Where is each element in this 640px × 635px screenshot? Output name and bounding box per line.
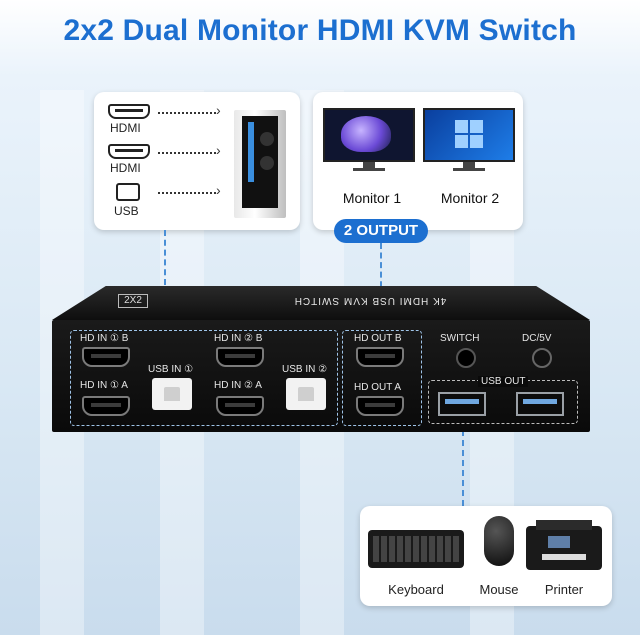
port-label: HDMI — [110, 121, 141, 135]
hd-in-2-a-label: HD IN ② A — [214, 380, 262, 391]
page-title: 2x2 Dual Monitor HDMI KVM Switch — [63, 14, 577, 47]
device-top-label: 4K HDMI USB KVM SWITCH — [293, 295, 447, 306]
usb-out-port-2 — [516, 392, 564, 416]
dotted-connector — [158, 112, 216, 114]
printer-icon — [526, 520, 602, 570]
usb-in-1-label: USB IN ① — [148, 364, 194, 375]
hdmi-icon — [108, 104, 150, 119]
connection-line — [164, 230, 166, 334]
hdmi-in-2-a-port — [216, 396, 264, 416]
arrow-icon: › — [216, 182, 221, 198]
hd-out-a-label: HD OUT A — [354, 382, 402, 393]
port-label: HDMI — [110, 161, 141, 175]
dotted-connector — [158, 152, 216, 154]
monitor-1-icon — [323, 108, 415, 171]
switch-label: SWITCH — [440, 333, 480, 344]
pc-tower-icon — [234, 110, 286, 218]
hdmi-in-1-a-port — [82, 396, 130, 416]
hdmi-in-2-b-port — [216, 347, 264, 367]
dc-label: DC/5V — [522, 333, 552, 344]
port-label: USB — [114, 204, 139, 218]
hdmi-in-1-b-port — [82, 347, 130, 367]
arrow-icon: › — [216, 102, 221, 118]
monitor-2-label: Monitor 2 — [440, 190, 500, 206]
peripherals-card: Keyboard Mouse Printer — [360, 506, 612, 606]
usb-icon — [116, 183, 140, 201]
keyboard-label: Keyboard — [388, 582, 444, 597]
usb-in-2-port — [286, 378, 326, 410]
usb-out-label: USB OUT — [478, 376, 529, 387]
model-badge: 2X2 — [118, 294, 148, 308]
usb-in-1-port — [152, 378, 192, 410]
hd-in-2-b-label: HD IN ② B — [214, 333, 263, 344]
input-group-box — [70, 330, 338, 426]
hdmi-out-b-port — [356, 347, 404, 367]
inputs-card: HDMI › HDMI › USB › — [94, 92, 300, 230]
kvm-top-panel — [52, 286, 590, 320]
hd-in-1-a-label: HD IN ① A — [80, 380, 128, 391]
mouse-label: Mouse — [479, 582, 519, 597]
dotted-connector — [158, 192, 216, 194]
outputs-card: Monitor 1 Monitor 2 — [313, 92, 523, 230]
hdmi-out-a-port — [356, 396, 404, 416]
usb-out-port-1 — [438, 392, 486, 416]
arrow-icon: › — [216, 142, 221, 158]
hd-in-1-b-label: HD IN ① B — [80, 333, 129, 344]
monitor-2-icon — [423, 108, 515, 171]
hd-out-b-label: HD OUT B — [354, 333, 402, 344]
connection-line — [462, 400, 464, 506]
keyboard-icon — [368, 530, 464, 568]
dc-jack — [532, 348, 552, 368]
usb-in-2-label: USB IN ② — [282, 364, 328, 375]
mouse-icon — [484, 516, 514, 566]
switch-button[interactable] — [456, 348, 476, 368]
monitor-1-label: Monitor 1 — [342, 190, 402, 206]
hdmi-icon — [108, 144, 150, 159]
output-group-box — [342, 330, 422, 426]
printer-label: Printer — [544, 582, 584, 597]
output-badge: 2 OUTPUT — [334, 219, 428, 243]
